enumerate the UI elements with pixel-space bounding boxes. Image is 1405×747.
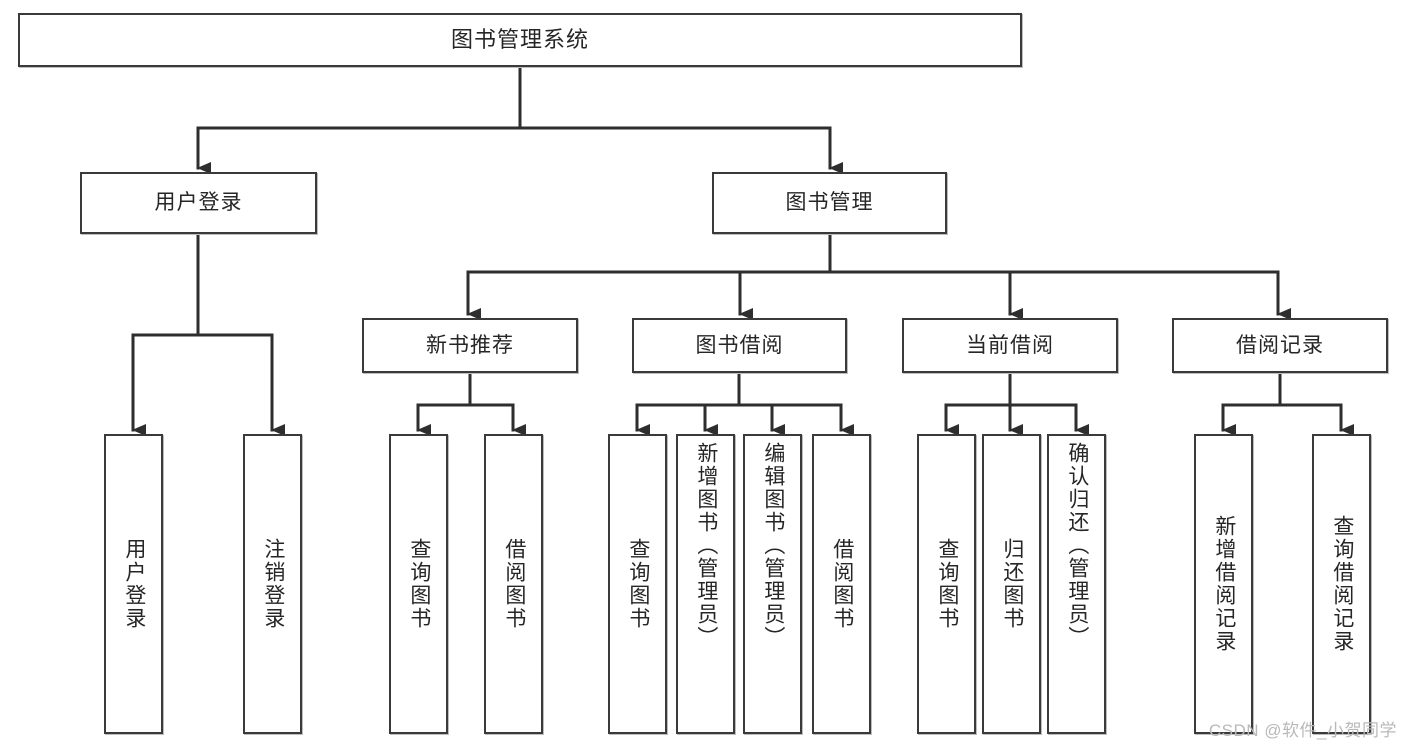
leaf-recommend-borrow-book[interactable]: 借阅图书 xyxy=(484,434,543,734)
leaf-label: 新增借阅记录 xyxy=(1212,515,1236,653)
node-borrow-record[interactable]: 借阅记录 xyxy=(1172,318,1388,373)
leaf-current-query-book[interactable]: 查询图书 xyxy=(917,434,976,734)
node-label: 当前借阅 xyxy=(966,333,1054,357)
node-label: 新书推荐 xyxy=(426,333,514,357)
node-label: 图书借阅 xyxy=(695,333,784,357)
node-user-login[interactable]: 用户登录 xyxy=(80,172,317,234)
node-current-borrow[interactable]: 当前借阅 xyxy=(902,318,1118,373)
leaf-label: 借阅图书 xyxy=(502,538,526,630)
leaf-borrow-edit-book-admin[interactable]: 编辑图书（管理员） xyxy=(743,434,802,734)
leaf-label: 确认归还（管理员） xyxy=(1065,442,1089,649)
leaf-label: 查询图书 xyxy=(935,538,959,630)
leaf-recommend-query-book[interactable]: 查询图书 xyxy=(389,434,448,734)
leaf-user-login-logout[interactable]: 注销登录 xyxy=(243,434,302,734)
leaf-record-add-record[interactable]: 新增借阅记录 xyxy=(1194,434,1253,734)
leaf-user-login-signin[interactable]: 用户登录 xyxy=(104,434,163,734)
leaf-current-return-book[interactable]: 归还图书 xyxy=(982,434,1041,734)
node-new-book-recommend[interactable]: 新书推荐 xyxy=(362,318,578,373)
leaf-label: 新增图书（管理员） xyxy=(694,442,718,649)
leaf-label: 注销登录 xyxy=(261,538,285,630)
leaf-label: 用户登录 xyxy=(122,538,146,630)
node-label: 图书管理系统 xyxy=(450,26,589,52)
leaf-label: 查询图书 xyxy=(626,538,650,630)
node-book-management[interactable]: 图书管理 xyxy=(712,172,947,234)
leaf-label: 查询图书 xyxy=(407,538,431,630)
node-label: 用户登录 xyxy=(154,191,243,215)
leaf-label: 借阅图书 xyxy=(830,538,854,630)
node-label: 借阅记录 xyxy=(1236,333,1324,357)
leaf-current-confirm-return-admin[interactable]: 确认归还（管理员） xyxy=(1047,434,1106,734)
leaf-borrow-query-book[interactable]: 查询图书 xyxy=(608,434,667,734)
leaf-record-query-record[interactable]: 查询借阅记录 xyxy=(1312,434,1371,734)
node-book-borrow[interactable]: 图书借阅 xyxy=(632,318,847,373)
leaf-borrow-borrow-book[interactable]: 借阅图书 xyxy=(812,434,871,734)
leaf-label: 查询借阅记录 xyxy=(1330,515,1354,653)
leaf-label: 编辑图书（管理员） xyxy=(761,442,785,649)
leaf-borrow-add-book-admin[interactable]: 新增图书（管理员） xyxy=(676,434,735,734)
watermark-text: CSDN @软件_小贺同学 xyxy=(1208,721,1397,740)
node-root-system[interactable]: 图书管理系统 xyxy=(18,13,1022,67)
node-label: 图书管理 xyxy=(785,191,874,215)
leaf-label: 归还图书 xyxy=(1000,538,1024,630)
